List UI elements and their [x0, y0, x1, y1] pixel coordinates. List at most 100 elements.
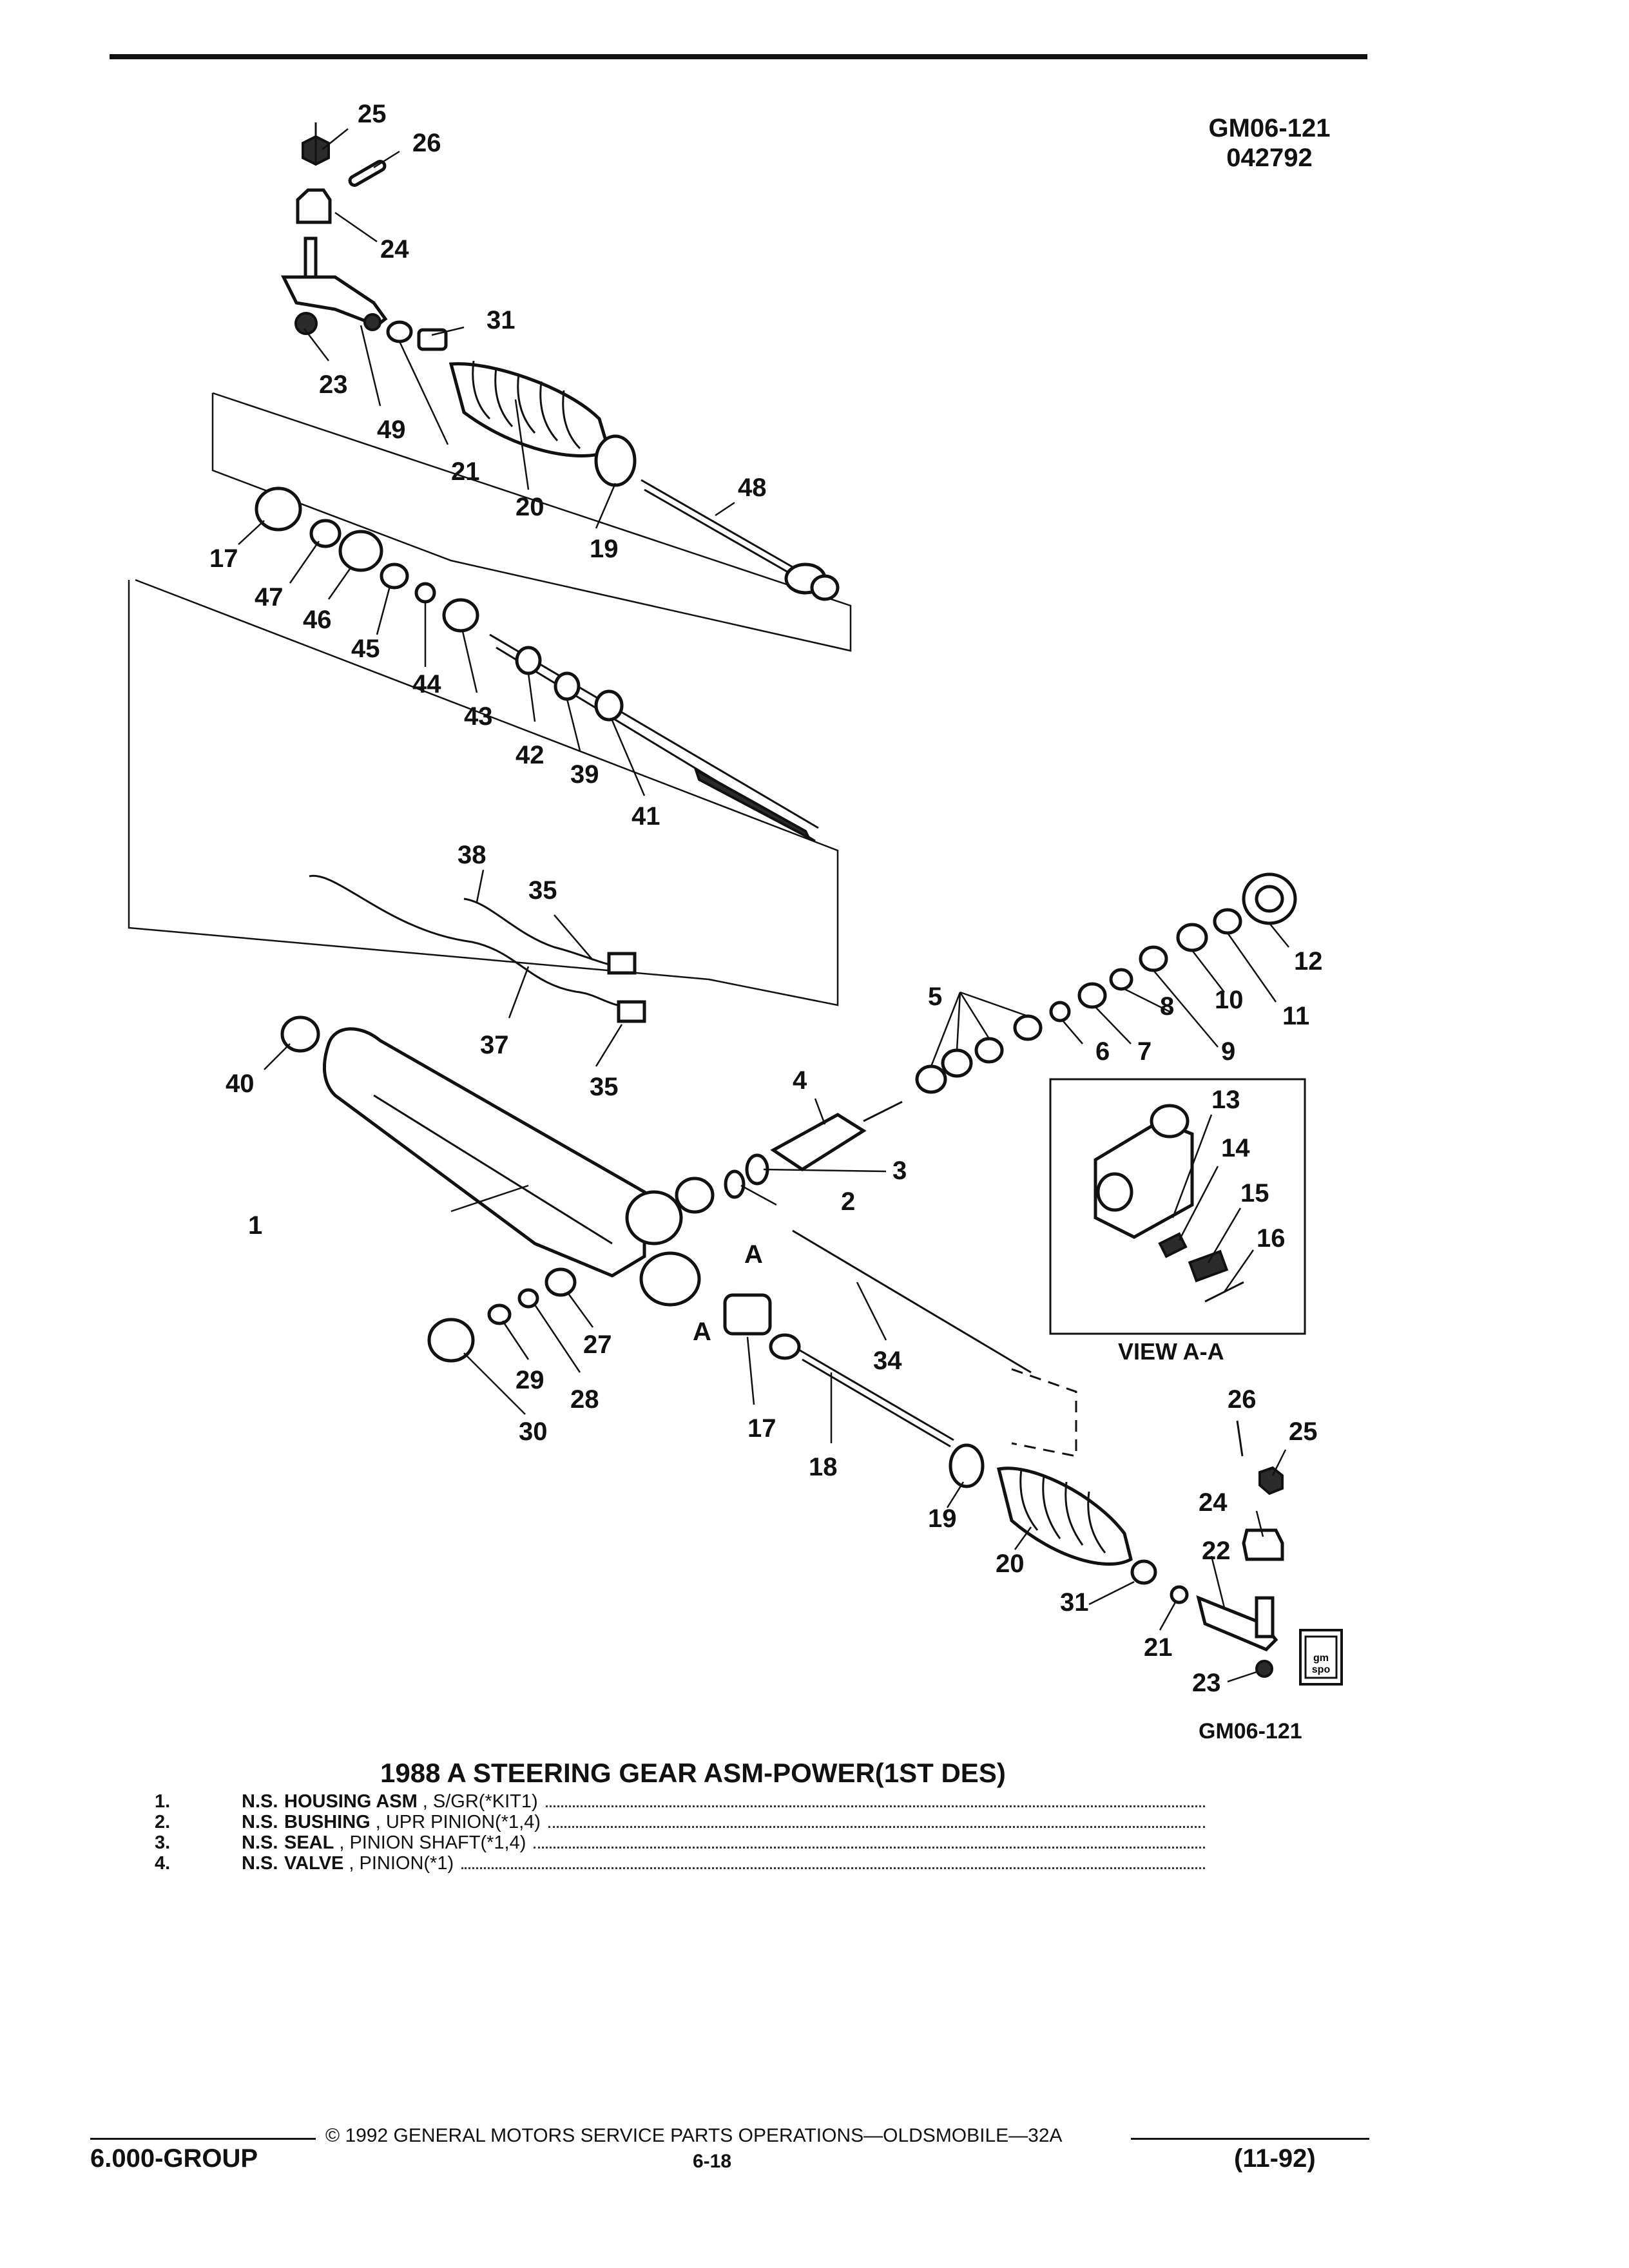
footer-date: (11-92)	[1234, 2144, 1316, 2173]
callout-44: 44	[412, 670, 441, 698]
lower-boot	[949, 1443, 1189, 1604]
part-ns: N.S.	[242, 1832, 278, 1853]
leader-dots	[545, 1805, 1205, 1807]
part-number: 2.	[155, 1812, 171, 1832]
callout-46: 46	[303, 606, 332, 634]
lower-parts	[427, 1229, 1032, 1448]
parts-row: 3. N.S. SEAL , PINION SHAFT(*1,4)	[155, 1832, 1211, 1853]
section-marker-1: A	[744, 1240, 763, 1269]
leader-dots	[461, 1867, 1205, 1869]
callout-19-2: 19	[928, 1504, 957, 1533]
drawing-ref-code: GM06-121	[1208, 114, 1331, 142]
callout-23: 23	[319, 370, 348, 399]
callout-45: 45	[351, 635, 380, 663]
callout-8: 8	[1160, 992, 1174, 1021]
callout-13: 13	[1211, 1086, 1240, 1114]
footer-copyright: © 1992 GENERAL MOTORS SERVICE PARTS OPER…	[325, 2125, 1063, 2146]
svg-text:spo: spo	[1312, 1664, 1331, 1675]
callout-22: 22	[1202, 1537, 1231, 1565]
callout-3: 3	[892, 1157, 907, 1185]
callout-49: 49	[377, 416, 406, 444]
section-marker-2: A	[693, 1318, 711, 1346]
callout-20: 20	[516, 493, 545, 521]
callout-43: 43	[464, 702, 493, 731]
callout-17-2: 17	[747, 1414, 776, 1443]
callout-42: 42	[516, 741, 545, 769]
inner-tie-rod-48	[641, 479, 840, 601]
part-name: SEAL	[284, 1832, 334, 1853]
part-ns: N.S.	[242, 1853, 278, 1874]
callout-24: 24	[380, 235, 409, 264]
part-number: 4.	[155, 1853, 171, 1874]
callout-47: 47	[255, 583, 284, 611]
drawing-reference: GM06-121 042792	[1199, 113, 1340, 173]
callout-14: 14	[1221, 1134, 1250, 1162]
leader-dots	[548, 1826, 1205, 1828]
callout-30: 30	[519, 1418, 548, 1446]
leader-lines	[238, 128, 1289, 1683]
part-number: 1.	[155, 1791, 171, 1812]
callout-27: 27	[583, 1331, 612, 1359]
callout-21: 21	[451, 457, 480, 486]
drawing-ref-date: 042792	[1226, 144, 1313, 172]
callout-31: 31	[487, 306, 516, 334]
callout-29: 29	[516, 1366, 545, 1394]
part-name: BUSHING	[284, 1812, 371, 1832]
rack-components	[255, 486, 819, 842]
view-a-a-label: VIEW A-A	[1118, 1338, 1224, 1365]
callout-35-2: 35	[590, 1073, 619, 1101]
callout-2: 2	[841, 1187, 855, 1216]
callout-18: 18	[809, 1453, 838, 1481]
callout-35: 35	[528, 876, 557, 905]
callout-16: 16	[1257, 1224, 1286, 1253]
part-desc: , PINION(*1)	[349, 1853, 454, 1874]
callout-31-2: 31	[1060, 1588, 1089, 1617]
part-number: 3.	[155, 1832, 171, 1853]
callout-26: 26	[412, 129, 441, 157]
part-name: HOUSING ASM	[284, 1791, 418, 1812]
lower-tie-rod-end	[1196, 1420, 1284, 1678]
part-desc: , UPR PINION(*1,4)	[375, 1812, 541, 1832]
top-rule	[110, 54, 1367, 59]
callout-11: 11	[1282, 1002, 1309, 1030]
callout-41: 41	[631, 802, 660, 831]
footer-page-number: 6-18	[693, 2151, 732, 2172]
diagram-title: 1988 A STEERING GEAR ASM-POWER(1ST DES)	[380, 1758, 1006, 1788]
callout-25-2: 25	[1289, 1418, 1318, 1446]
fluid-lines	[309, 874, 646, 1023]
callout-15: 15	[1240, 1179, 1269, 1207]
callout-48: 48	[738, 474, 767, 502]
callout-34: 34	[873, 1347, 902, 1375]
parts-row: 2. N.S. BUSHING , UPR PINION(*1,4)	[155, 1812, 1211, 1832]
middle-panel-outline	[128, 579, 839, 1006]
callout-39: 39	[570, 760, 599, 789]
callout-7: 7	[1137, 1037, 1152, 1066]
callout-28: 28	[570, 1385, 599, 1414]
callout-17: 17	[209, 544, 238, 573]
parts-row: 1. N.S. HOUSING ASM , S/GR(*KIT1)	[155, 1791, 1211, 1812]
callout-4: 4	[793, 1066, 807, 1095]
callout-40: 40	[226, 1070, 255, 1098]
parts-row: 4. N.S. VALVE , PINION(*1)	[155, 1853, 1211, 1874]
part-desc: , S/GR(*KIT1)	[422, 1791, 538, 1812]
upper-tie-rod-assembly	[280, 122, 448, 351]
callout-25: 25	[358, 100, 387, 128]
callout-20-2: 20	[996, 1550, 1025, 1578]
parts-list: 1. N.S. HOUSING ASM , S/GR(*KIT1) 2. N.S…	[155, 1791, 1211, 1874]
footer-rule-left	[90, 2138, 316, 2140]
part-desc: , PINION SHAFT(*1,4)	[339, 1832, 526, 1853]
upper-panel-outline	[211, 392, 852, 652]
callout-38: 38	[458, 841, 487, 869]
gm-spo-logo: gm spo	[1299, 1629, 1343, 1686]
figure-id: GM06-121	[1199, 1719, 1302, 1744]
part-ns: N.S.	[242, 1791, 278, 1812]
callout-24-2: 24	[1199, 1488, 1228, 1517]
part-ns: N.S.	[242, 1812, 278, 1832]
housing-assembly	[280, 1015, 715, 1307]
callout-21-2: 21	[1144, 1633, 1173, 1662]
footer-rule-right	[1131, 2138, 1369, 2140]
callout-37: 37	[480, 1031, 509, 1059]
footer-group: 6.000-GROUP	[90, 2144, 258, 2173]
callout-26-2: 26	[1228, 1385, 1257, 1414]
